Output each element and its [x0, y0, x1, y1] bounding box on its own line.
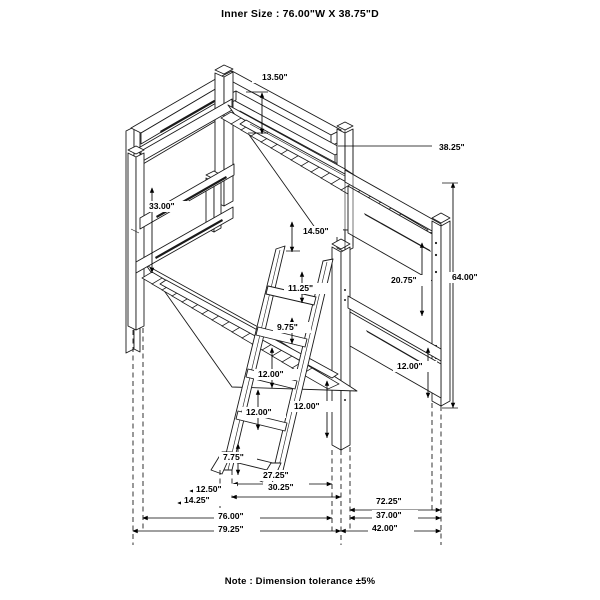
hidden-edges — [344, 129, 354, 249]
dim-12-00-b: 12.00" — [246, 407, 272, 417]
post-front-left — [127, 145, 145, 331]
dim-33-00: 33.00" — [149, 201, 175, 211]
dim-72-25: 72.25" — [376, 496, 402, 506]
dimension-labels: 13.50" 38.25" 33.00" 14.50" 20.75" 64.00… — [145, 72, 492, 535]
dim-12-00-a: 12.00" — [258, 369, 284, 379]
page-title: Inner Size : 76.00"W X 38.75"D — [221, 8, 379, 20]
dim-76-00: 76.00" — [218, 511, 244, 521]
post-center-front — [331, 238, 351, 451]
post-rear-left-foot — [130, 228, 140, 234]
dim-11-25: 11.25" — [288, 283, 313, 293]
dim-7-75: 7.75" — [223, 452, 244, 462]
upper-bunk-right-panel — [344, 169, 442, 287]
tolerance-note: Note : Dimension tolerance ±5% — [224, 576, 376, 587]
dim-13-50: 13.50" — [262, 72, 288, 82]
dim-37-00: 37.00" — [376, 510, 402, 520]
bunk-bed-structure — [125, 64, 451, 486]
dim-79-25: 79.25" — [218, 524, 244, 534]
dimension-annotations: 13.50" 38.25" 33.00" 14.50" 20.75" 64.00… — [132, 72, 492, 545]
dim-12-50: 12.50" — [196, 484, 222, 494]
dim-9-75: 9.75" — [277, 322, 298, 332]
dim-12-00-c: 12.00" — [294, 401, 320, 411]
dim-42-00: 42.00" — [372, 523, 398, 533]
dim-14-25: 14.25" — [184, 495, 210, 505]
dim-27-25: 27.25" — [263, 470, 289, 480]
lower-bunk-rail-left — [135, 206, 234, 274]
dim-20-75: 20.75" — [391, 275, 417, 285]
dim-14-50: 14.50" — [303, 226, 329, 236]
dim-30-25: 30.25" — [268, 482, 294, 492]
dim-38-25: 38.25" — [439, 142, 465, 152]
lower-bunk-right-panel — [347, 295, 442, 399]
dim-64-00: 64.00" — [452, 272, 478, 282]
dim-12-00-d: 12.00" — [397, 361, 423, 371]
